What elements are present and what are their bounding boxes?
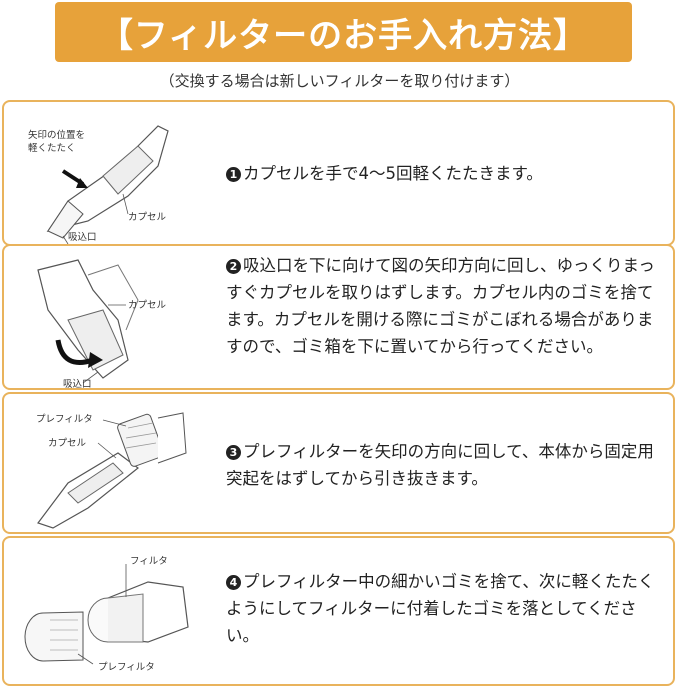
step-1-illustration: 矢印の位置を 軽くたたく カプセル 吸込口 <box>28 125 169 244</box>
step-1-label-inlet: 吸込口 <box>68 232 97 243</box>
step-1-body: カプセルを手で4〜5回軽くたたきます。 <box>243 164 543 183</box>
step-2-illustration: カプセル 吸込口 <box>37 259 167 388</box>
page-title: 【フィルターのお手入れ方法】 <box>98 15 589 56</box>
step-4-label-filter: フィルタ <box>130 556 168 567</box>
step-4-number: 4 <box>226 575 241 590</box>
subtitle: （交換する場合は新しいフィルターを取り付けます） <box>159 72 520 90</box>
step-4-illustration: フィルタ プレフィルタ <box>24 556 189 673</box>
step-3-label-prefilter: プレフィルタ <box>36 414 93 425</box>
step-2-label-capsule: カプセル <box>128 300 167 311</box>
step-2-label-inlet: 吸込口 <box>63 379 92 388</box>
step-1-label-tap: 矢印の位置を <box>28 129 85 141</box>
step-1-label-capsule: カプセル <box>128 212 167 223</box>
step-4-body: プレフィルター中の細かいゴミを捨て、次に軽くたたくようにしてフィルターに付着した… <box>226 572 655 645</box>
step-1-number: 1 <box>226 167 241 182</box>
step-3-body: プレフィルターを矢印の方向に回して、本体から固定用突起をはずしてから引き抜きます… <box>226 442 654 488</box>
step-4-label-prefilter: プレフィルタ <box>98 662 155 673</box>
step-1-label-tap2: 軽くたたく <box>28 143 76 154</box>
step-3-number: 3 <box>226 445 241 460</box>
step-3-illustration: プレフィルタ カプセル <box>36 412 187 529</box>
step-2-body: 吸込口を下に向けて図の矢印方向に回し、ゆっくりまっすぐカプセルを取りはずします。… <box>226 256 655 356</box>
step-2-number: 2 <box>226 259 241 274</box>
title-banner: 【フィルターのお手入れ方法】 <box>55 2 632 62</box>
step-3-label-capsule: カプセル <box>48 438 87 449</box>
